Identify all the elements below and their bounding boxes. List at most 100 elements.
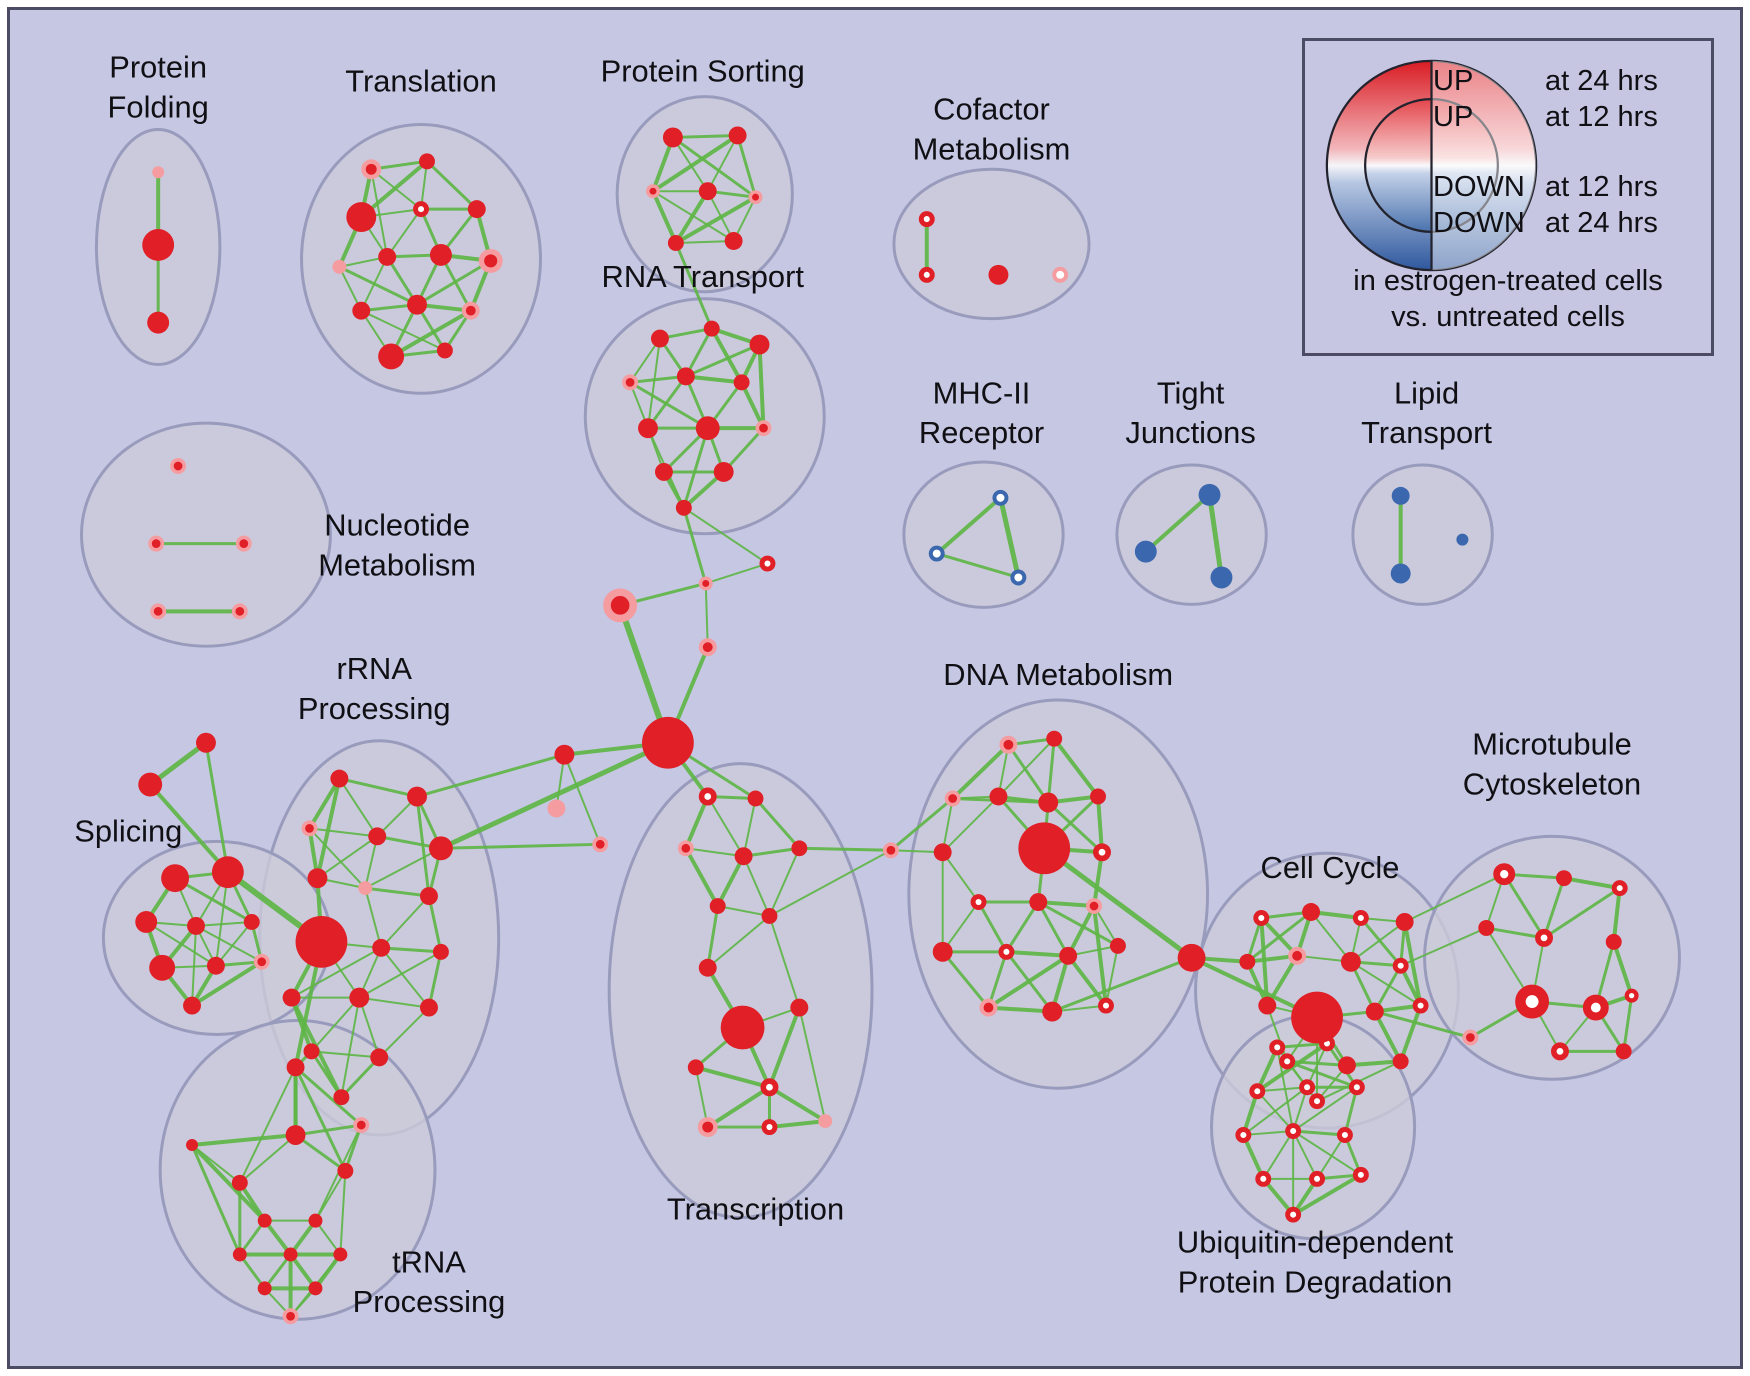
network-node-rr: [282, 988, 301, 1007]
network-edge: [706, 795, 745, 858]
network-edge: [706, 134, 739, 193]
network-edge: [628, 374, 688, 384]
network-node-rr: [1042, 1001, 1063, 1022]
network-edge: [1046, 801, 1104, 854]
cluster-bubble-txn: [607, 762, 874, 1220]
network-edge: [238, 1219, 267, 1256]
network-node-rw: [1611, 880, 1628, 897]
network-node-pr: [361, 159, 382, 180]
network-edge: [337, 265, 419, 307]
legend-gradient-circle: [1325, 59, 1538, 272]
network-node-rr: [346, 202, 377, 233]
network-edge: [1050, 956, 1194, 1014]
network-edge: [1292, 1130, 1362, 1176]
network-node-rr: [1046, 730, 1063, 747]
network-edge: [1403, 873, 1506, 923]
network-node-rr: [142, 229, 175, 261]
network-node-rr: [378, 343, 405, 370]
network-node-rr: [662, 127, 683, 148]
network-edge: [742, 855, 771, 917]
network-edge: [767, 1119, 828, 1130]
network-node-rw: [698, 787, 717, 806]
network-edge: [628, 380, 710, 430]
network-node-rw: [1269, 1039, 1286, 1056]
network-node-rr: [211, 856, 244, 889]
network-edge: [684, 327, 714, 378]
network-edge: [420, 160, 428, 211]
network-edge: [380, 895, 430, 949]
network-node-rw: [1392, 957, 1409, 974]
network-node-rw: [1336, 1127, 1353, 1143]
network-node-rr: [1109, 937, 1126, 954]
network-edge: [294, 1065, 347, 1173]
network-node-pp: [332, 259, 347, 274]
network-node-rr: [370, 1048, 389, 1067]
network-edge: [415, 259, 493, 307]
network-edge: [1561, 876, 1622, 891]
network-edge: [1207, 492, 1224, 580]
network-node-rr: [161, 864, 190, 893]
network-node-rr: [734, 847, 753, 866]
network-node-rr: [407, 294, 427, 315]
network-node-rr: [1395, 913, 1414, 931]
network-node-rr: [698, 182, 717, 201]
network-edge: [1306, 1042, 1328, 1089]
network-edge: [379, 946, 443, 954]
network-node-rr: [554, 744, 575, 765]
cluster-bubble-cm: [892, 167, 1091, 321]
network-node-rr: [420, 887, 438, 906]
network-edge: [339, 1055, 381, 1099]
network-node-rw: [1348, 1079, 1365, 1096]
network-edge: [767, 1085, 828, 1124]
network-edge: [1245, 910, 1313, 964]
network-edge: [358, 996, 430, 1009]
network-node-rw: [1551, 1042, 1569, 1061]
network-node-rw: [1299, 1079, 1316, 1096]
network-edge: [1259, 915, 1270, 1008]
network-node-bw: [992, 489, 1009, 506]
network-edge: [997, 737, 1056, 798]
network-edge: [742, 846, 801, 858]
network-node-pr: [697, 1117, 718, 1138]
cluster-label-cc: Cell Cycle: [1261, 850, 1400, 885]
network-node-rr: [187, 916, 205, 935]
network-edge: [941, 950, 990, 1010]
network-edge: [364, 847, 442, 890]
network-edge: [1359, 916, 1403, 968]
network-edge: [288, 1218, 318, 1257]
network-node-rw: [1235, 1127, 1252, 1143]
network-edge: [650, 189, 678, 245]
network-edge: [1066, 953, 1108, 1008]
network-node-pr: [1086, 898, 1102, 914]
network-node-pr: [253, 953, 270, 970]
network-node-rr: [1038, 792, 1059, 813]
legend-right-half-fade: [1431, 60, 1537, 271]
legend-row-down-12: DOWN at 12 hrs: [1433, 171, 1701, 204]
network-edge: [389, 308, 473, 359]
network-edge: [694, 1066, 709, 1129]
network-node-rr: [1239, 953, 1256, 970]
network-edge: [190, 1143, 242, 1256]
network-node-bb: [1198, 483, 1221, 506]
network-edge: [647, 337, 661, 430]
cluster-bubble-nm: [80, 421, 332, 648]
network-node-rr: [368, 827, 387, 846]
network-node-rw: [1285, 1206, 1302, 1223]
network-edge: [1310, 911, 1352, 963]
legend-down-24-label: DOWN: [1433, 207, 1525, 239]
network-edge: [704, 562, 769, 585]
network-node-rr: [1302, 903, 1321, 921]
network-edge: [338, 777, 379, 838]
network-edge: [204, 741, 230, 874]
network-edge: [1255, 1045, 1280, 1094]
network-node-rr: [676, 367, 695, 386]
network-node-rr: [337, 1162, 354, 1179]
legend-up-12-time: at 12 hrs: [1545, 101, 1658, 133]
network-edge: [768, 847, 801, 917]
network-node-rw: [1582, 994, 1609, 1021]
network-edge: [682, 506, 708, 585]
